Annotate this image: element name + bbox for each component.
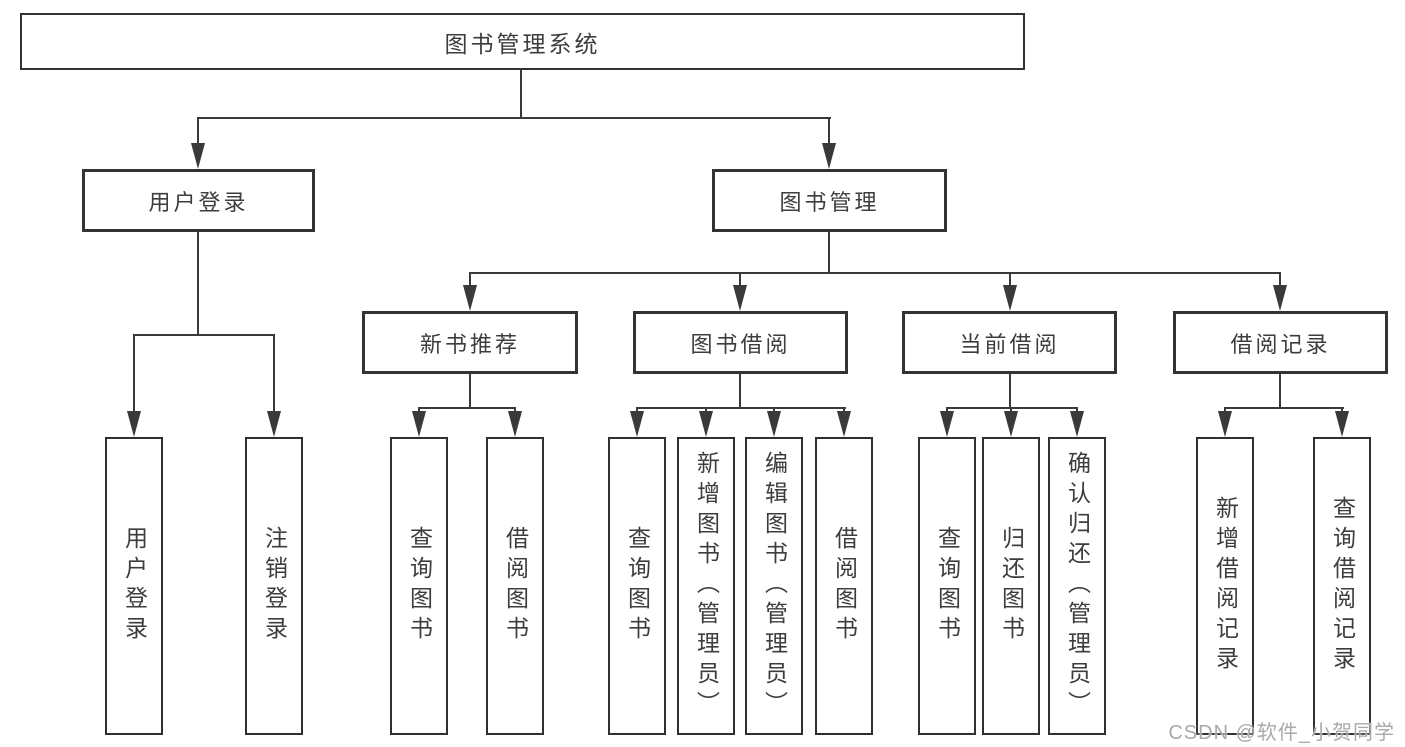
connector-to-new-book-recommend <box>469 272 471 288</box>
connector-user-login-branch <box>133 334 275 336</box>
csdn-watermark: CSDN @软件_小贺同学 <box>1168 722 1395 744</box>
node-borrow-records: 借阅记录 <box>1173 311 1388 374</box>
leaf-logout: 注销登录 <box>245 437 303 735</box>
leaf-add-books-admin: 新增图书（管理员） <box>677 437 735 735</box>
leaf-borrow-books-recommend-label: 借阅图书 <box>502 526 529 646</box>
node-new-book-recommend-label: 新书推荐 <box>419 331 520 357</box>
arrowhead-leaf-query-recommend <box>412 411 426 437</box>
arrowhead-leaf-query-record <box>1335 411 1349 437</box>
connector-to-leaf-logout <box>273 334 275 414</box>
arrowhead-new-book-recommend <box>463 285 477 311</box>
leaf-borrow-books: 借阅图书 <box>815 437 873 735</box>
arrowhead-current-borrow <box>1003 285 1017 311</box>
arrowhead-borrow-records <box>1273 285 1287 311</box>
leaf-return-books: 归还图书 <box>982 437 1040 735</box>
arrowhead-leaf-return-books <box>1004 411 1018 437</box>
leaf-add-borrow-record: 新增借阅记录 <box>1196 437 1254 735</box>
leaf-query-books-recommend-label: 查询图书 <box>406 526 433 646</box>
leaf-borrow-books-recommend: 借阅图书 <box>486 437 544 735</box>
leaf-query-borrow-record: 查询借阅记录 <box>1313 437 1371 735</box>
arrowhead-book-management <box>822 143 836 169</box>
leaf-logout-label: 注销登录 <box>261 526 288 646</box>
connector-current-trunk <box>1009 374 1011 408</box>
connector-to-leaf-user-login <box>133 334 135 414</box>
arrowhead-leaf-user-login <box>127 411 141 437</box>
connector-recommend-trunk <box>469 374 471 408</box>
arrowhead-book-borrow <box>733 285 747 311</box>
leaf-add-books-admin-label: 新增图书（管理员） <box>693 451 720 721</box>
leaf-user-login-label: 用户登录 <box>121 526 148 646</box>
connector-records-branch <box>1224 407 1344 409</box>
connector-to-book-management <box>828 117 830 149</box>
leaf-query-books-recommend: 查询图书 <box>390 437 448 735</box>
node-current-borrow-label: 当前借阅 <box>959 331 1060 357</box>
connector-book-management-branch <box>469 272 1281 274</box>
node-root: 图书管理系统 <box>20 13 1025 70</box>
leaf-query-books-borrow: 查询图书 <box>608 437 666 735</box>
connector-recommend-branch <box>418 407 516 409</box>
arrowhead-user-login <box>191 143 205 169</box>
connector-root-trunk <box>520 70 522 118</box>
leaf-query-books-borrow-label: 查询图书 <box>624 526 651 646</box>
connector-to-borrow-records <box>1279 272 1281 288</box>
connector-root-branch <box>197 117 831 119</box>
leaf-edit-books-admin: 编辑图书（管理员） <box>745 437 803 735</box>
connector-to-user-login <box>197 117 199 149</box>
leaf-confirm-return-admin-label: 确认归还（管理员） <box>1064 451 1091 721</box>
arrowhead-leaf-add-record <box>1218 411 1232 437</box>
node-user-login-label: 用户登录 <box>148 189 249 215</box>
connector-borrow-branch <box>636 407 846 409</box>
leaf-borrow-books-label: 借阅图书 <box>831 526 858 646</box>
connector-book-management-trunk <box>828 232 830 273</box>
arrowhead-leaf-query-current <box>940 411 954 437</box>
arrowhead-leaf-borrow-books <box>837 411 851 437</box>
node-current-borrow: 当前借阅 <box>902 311 1117 374</box>
node-new-book-recommend: 新书推荐 <box>362 311 578 374</box>
connector-current-branch <box>946 407 1078 409</box>
leaf-query-books-current: 查询图书 <box>918 437 976 735</box>
node-book-management-label: 图书管理 <box>779 189 880 215</box>
connector-to-current-borrow <box>1009 272 1011 288</box>
arrowhead-leaf-borrow-recommend <box>508 411 522 437</box>
node-book-borrow: 图书借阅 <box>633 311 848 374</box>
connector-records-trunk <box>1279 374 1281 408</box>
leaf-user-login: 用户登录 <box>105 437 163 735</box>
leaf-query-books-current-label: 查询图书 <box>934 526 961 646</box>
arrowhead-leaf-query-borrow <box>630 411 644 437</box>
node-user-login: 用户登录 <box>82 169 315 232</box>
arrowhead-leaf-logout <box>267 411 281 437</box>
arrowhead-leaf-confirm-return <box>1070 411 1084 437</box>
leaf-query-borrow-record-label: 查询借阅记录 <box>1329 496 1356 676</box>
node-borrow-records-label: 借阅记录 <box>1230 331 1331 357</box>
connector-to-book-borrow <box>739 272 741 288</box>
arrowhead-leaf-add-books <box>699 411 713 437</box>
leaf-add-borrow-record-label: 新增借阅记录 <box>1212 496 1239 676</box>
node-root-label: 图书管理系统 <box>444 30 601 57</box>
connector-user-login-trunk <box>197 232 199 335</box>
leaf-return-books-label: 归还图书 <box>998 526 1025 646</box>
connector-borrow-trunk <box>739 374 741 408</box>
arrowhead-leaf-edit-books <box>767 411 781 437</box>
leaf-confirm-return-admin: 确认归还（管理员） <box>1048 437 1106 735</box>
node-book-management: 图书管理 <box>712 169 947 232</box>
node-book-borrow-label: 图书借阅 <box>690 331 791 357</box>
leaf-edit-books-admin-label: 编辑图书（管理员） <box>761 451 788 721</box>
